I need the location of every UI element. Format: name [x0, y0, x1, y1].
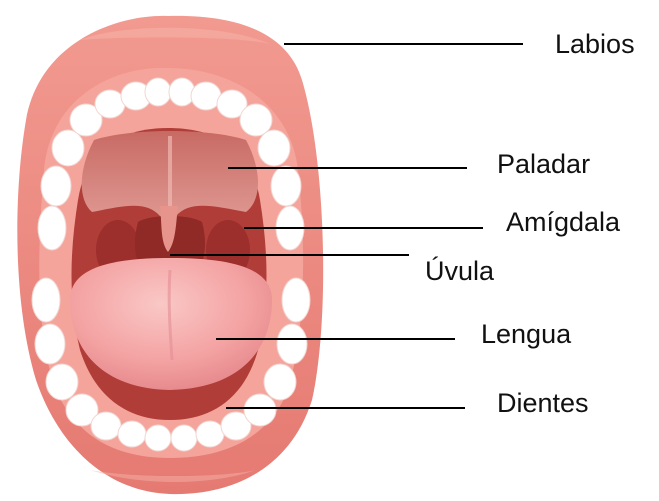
label-teeth: Dientes: [497, 390, 589, 417]
label-uvula: Úvula: [425, 258, 494, 285]
label-tongue: Lengua: [481, 321, 571, 348]
label-tonsil: Amígdala: [506, 209, 620, 236]
label-palate: Paladar: [497, 151, 590, 178]
label-lips: Labios: [555, 31, 635, 58]
